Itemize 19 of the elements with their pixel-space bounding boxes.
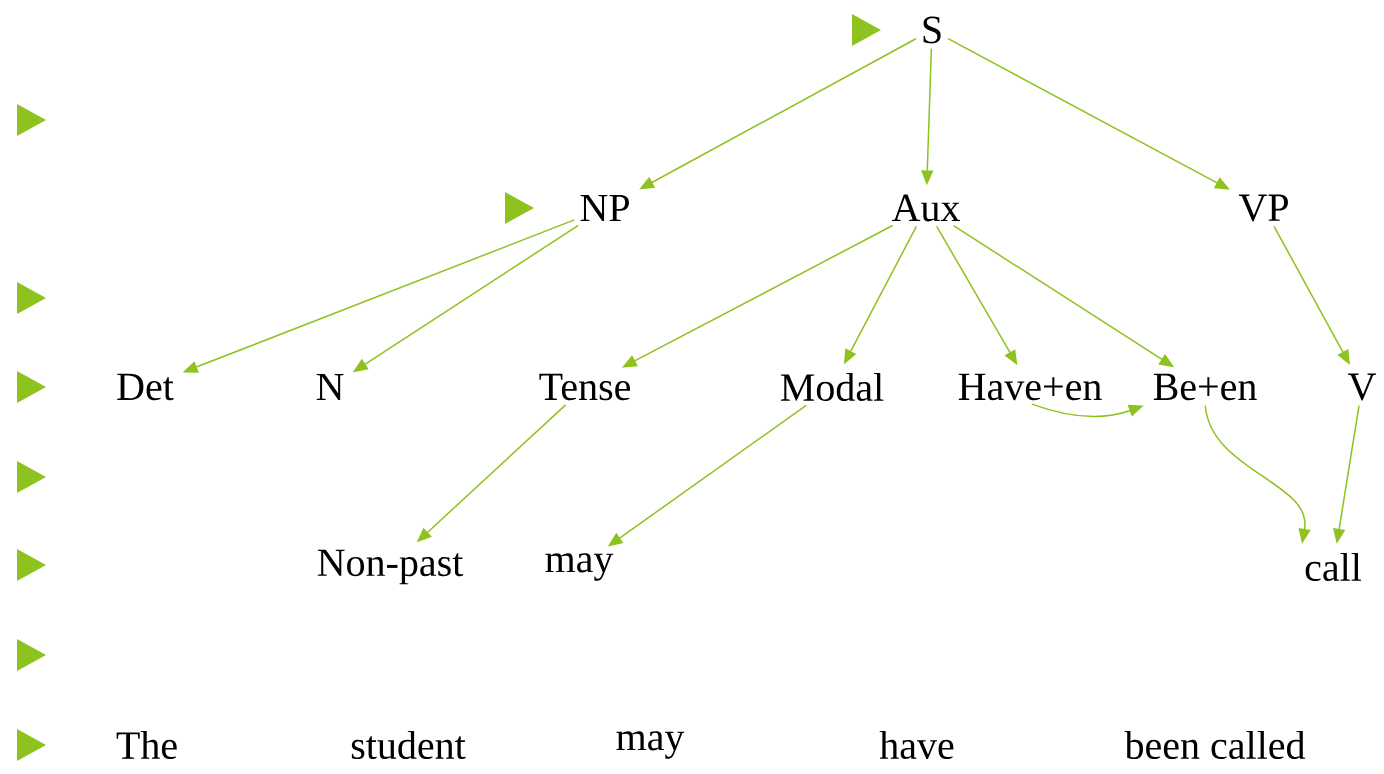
tree-label: been called [1124, 730, 1306, 760]
tree-label: have [879, 730, 954, 760]
tree-label: Modal [780, 372, 884, 402]
tree-label: Tense [539, 373, 630, 401]
tree-label: may [545, 553, 614, 581]
tree-label: Det [117, 373, 174, 401]
tree-label: may [616, 731, 685, 759]
tree-label: V [1348, 373, 1376, 401]
tree-label: student [351, 730, 466, 760]
tree-label: Aux [891, 194, 960, 222]
tree-label: Non-past [317, 549, 464, 585]
tree-label: NP [580, 194, 629, 222]
tree-label: Have+en [958, 373, 1102, 401]
tree-label: Be+en [1153, 373, 1257, 401]
tree-label: S [923, 16, 941, 44]
tree-label: The [116, 730, 177, 760]
tree-label: N [316, 373, 344, 401]
tree-label: call [1305, 552, 1362, 582]
tree-label: VP [1238, 194, 1288, 222]
